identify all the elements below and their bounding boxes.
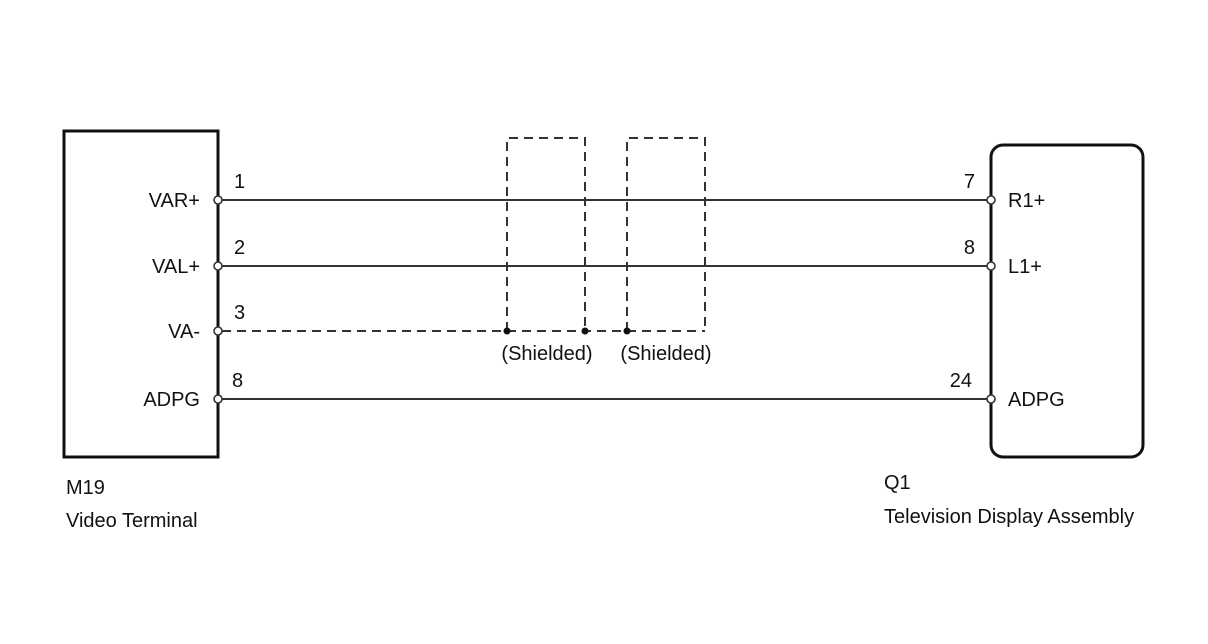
left-component-code: M19 <box>66 477 105 499</box>
left-pin-terminal <box>213 394 223 404</box>
right-pin-terminal <box>986 394 996 404</box>
shield-label: (Shielded) <box>501 343 592 365</box>
right-pin-number: 8 <box>964 237 975 259</box>
right-pin-terminal <box>986 195 996 205</box>
left-pin-terminal <box>213 195 223 205</box>
right-component-box <box>989 143 1145 459</box>
right-pin-number: 7 <box>964 171 975 193</box>
right-component-code: Q1 <box>884 472 911 494</box>
left-pin-label: ADPG <box>143 389 200 411</box>
shield-junction-dot <box>581 327 589 335</box>
left-pin-label: VA- <box>168 321 200 343</box>
left-pin-terminal <box>213 261 223 271</box>
left-pin-number: 2 <box>234 237 245 259</box>
left-component-box <box>62 129 220 459</box>
right-pin-number: 24 <box>950 370 972 392</box>
left-pin-number: 8 <box>232 370 243 392</box>
shield-label: (Shielded) <box>620 343 711 365</box>
left-pin-number: 3 <box>234 302 245 324</box>
left-pin-number: 1 <box>234 171 245 193</box>
shield-junction-dot <box>503 327 511 335</box>
left-pin-label: VAR+ <box>149 190 200 212</box>
right-pin-terminal <box>986 261 996 271</box>
right-pin-label: R1+ <box>1008 190 1045 212</box>
right-pin-label: ADPG <box>1008 389 1065 411</box>
right-component-name: Television Display Assembly <box>884 506 1134 528</box>
right-pin-label: L1+ <box>1008 256 1042 278</box>
left-pin-terminal <box>213 326 223 336</box>
left-component-name: Video Terminal <box>66 510 198 532</box>
left-pin-label: VAL+ <box>152 256 200 278</box>
shield-outline-2 <box>626 137 706 331</box>
shield-junction-dot <box>623 327 631 335</box>
shield-outline-1 <box>506 137 586 331</box>
